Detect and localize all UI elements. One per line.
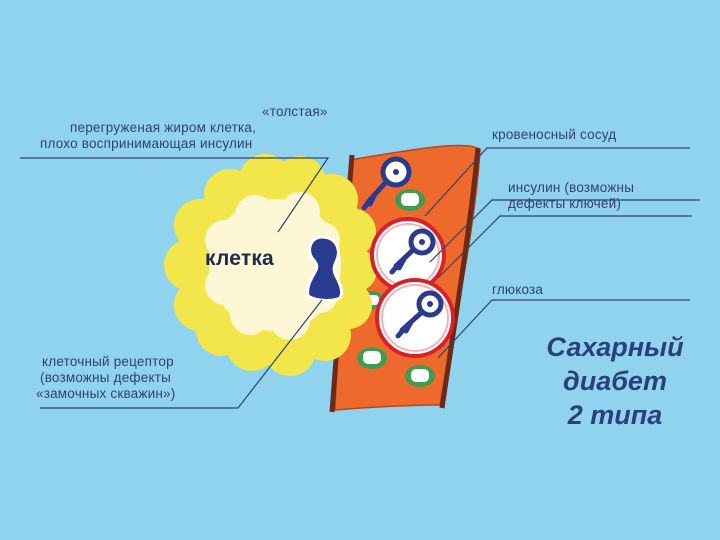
label-receptor-line1: клеточный рецептор bbox=[42, 354, 174, 369]
label-fat-cell-line3: плохо воспринимающая инсулин bbox=[40, 136, 253, 151]
leader-fat-cell bbox=[20, 157, 330, 233]
title-line1: Сахарный bbox=[546, 332, 684, 362]
title-line2: диабет bbox=[563, 366, 667, 396]
glucose-icon bbox=[357, 347, 387, 369]
key-icon bbox=[395, 290, 444, 339]
leader-vessel bbox=[424, 147, 690, 217]
label-receptor-line3: «замочных скважин») bbox=[36, 386, 176, 401]
label-cell: клетка bbox=[205, 247, 274, 270]
key-icon bbox=[389, 228, 436, 275]
leader-lines bbox=[20, 147, 700, 409]
label-insulin-line1: инсулин (возможны bbox=[508, 180, 635, 195]
label-insulin-line2: дефекты ключей) bbox=[508, 196, 622, 211]
label-fat-cell-line2: перегруженая жиром клетка, bbox=[70, 120, 257, 135]
label-receptor-line2: (возможны дефекты bbox=[40, 370, 171, 385]
glucose-icon bbox=[395, 189, 425, 211]
glucose-icon bbox=[405, 365, 435, 387]
keyhole-icon bbox=[306, 235, 344, 302]
label-fat-cell-line1: «толстая» bbox=[262, 104, 328, 119]
label-glucose: глюкоза bbox=[492, 282, 544, 297]
leader-receptor bbox=[40, 299, 323, 409]
title-line3: 2 типа bbox=[567, 400, 663, 430]
insulin-receptor-2 bbox=[375, 278, 455, 358]
key-icon bbox=[361, 156, 412, 211]
diagram-title: Сахарный диабет 2 типа bbox=[520, 330, 710, 432]
cell bbox=[164, 154, 377, 376]
insulin-key-free bbox=[361, 156, 412, 211]
label-vessel: кровеносный сосуд bbox=[492, 127, 617, 142]
leader-glucose bbox=[437, 299, 690, 359]
